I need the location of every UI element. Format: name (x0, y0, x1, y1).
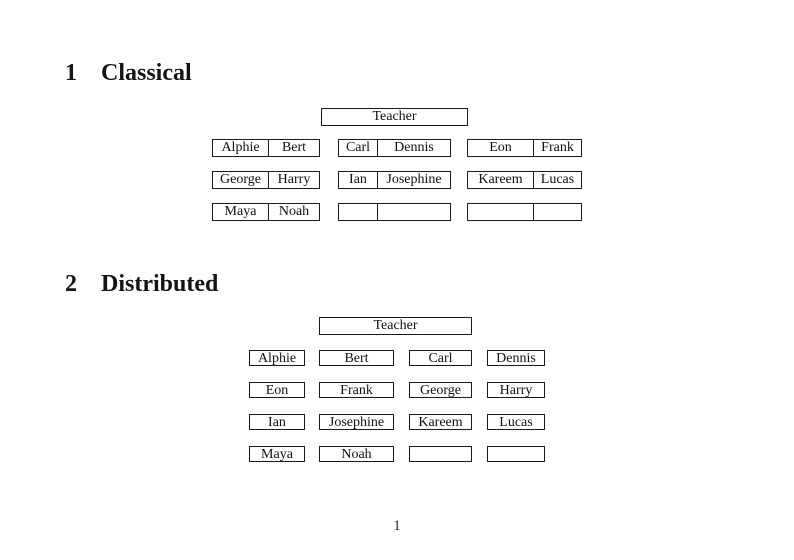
single-desk: Kareem (409, 414, 472, 430)
teacher-box: Teacher (321, 108, 468, 126)
seat (468, 204, 534, 220)
seat: Frank (541, 140, 574, 155)
section-title: Distributed (101, 271, 219, 297)
seat: Bert (281, 140, 307, 155)
seat: Josephine (386, 172, 442, 187)
desk: Alphie Bert (212, 139, 320, 157)
single-desk: Carl (409, 350, 472, 366)
single-desk: Josephine (319, 414, 394, 430)
desk: Maya Noah (212, 203, 320, 221)
seat: Maya (213, 204, 269, 220)
single-desk: Noah (319, 446, 394, 462)
single-desk: Maya (249, 446, 305, 462)
desk: Kareem Lucas (467, 171, 582, 189)
section-number: 1 (65, 60, 77, 86)
section-number: 2 (65, 271, 77, 297)
single-desk: Alphie (249, 350, 305, 366)
desk: George Harry (212, 171, 320, 189)
single-desk: Harry (487, 382, 545, 398)
seat: Lucas (540, 172, 575, 187)
seat: Harry (277, 172, 311, 187)
single-desk: Dennis (487, 350, 545, 366)
seat: Eon (468, 140, 534, 156)
seat: Kareem (468, 172, 534, 188)
seat (339, 204, 378, 220)
single-desk: George (409, 382, 472, 398)
seat: Alphie (213, 140, 269, 156)
single-desk: Eon (249, 382, 305, 398)
seat (534, 204, 581, 220)
section-title: Classical (101, 60, 192, 86)
single-desk: Bert (319, 350, 394, 366)
desk (338, 203, 451, 221)
desk: Ian Josephine (338, 171, 451, 189)
single-desk: Ian (249, 414, 305, 430)
seat: Carl (339, 140, 378, 156)
section-heading-classical: 1 Classical (65, 60, 192, 86)
page-number: 1 (393, 518, 401, 534)
teacher-label: Teacher (373, 318, 418, 333)
seat: George (213, 172, 269, 188)
section-heading-distributed: 2 Distributed (65, 271, 218, 297)
desk (467, 203, 582, 221)
single-desk (409, 446, 472, 462)
single-desk: Lucas (487, 414, 545, 430)
teacher-label: Teacher (372, 109, 417, 124)
seat (378, 204, 450, 220)
single-desk (487, 446, 545, 462)
seat: Ian (339, 172, 378, 188)
seat: Noah (278, 204, 310, 219)
teacher-box: Teacher (319, 317, 472, 335)
seat: Dennis (394, 140, 434, 155)
single-desk: Frank (319, 382, 394, 398)
desk: Carl Dennis (338, 139, 451, 157)
desk: Eon Frank (467, 139, 582, 157)
